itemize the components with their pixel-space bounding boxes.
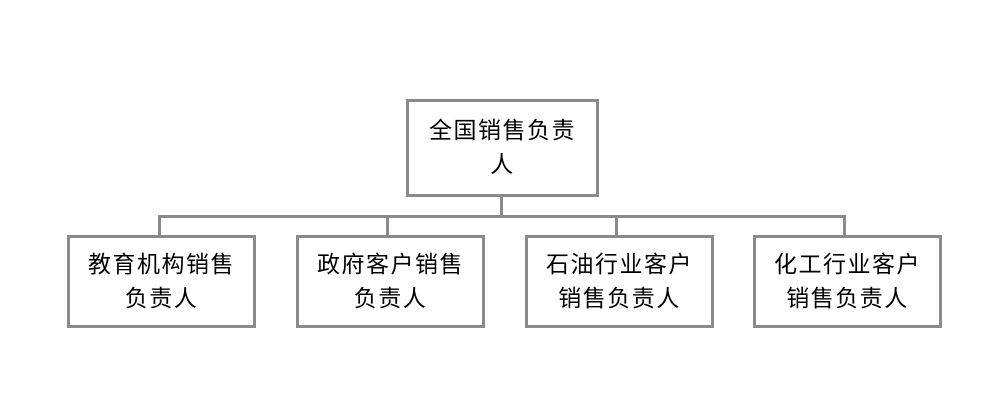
connector-root-stem xyxy=(500,195,503,218)
connector-horizontal-bus xyxy=(158,215,846,218)
org-node-child-4-label: 化工行业客户销售负责人 xyxy=(774,251,921,312)
org-node-child-2-label: 政府客户销售负责人 xyxy=(317,251,464,312)
org-node-child-1-label: 教育机构销售负责人 xyxy=(88,251,235,312)
connector-drop-child-3 xyxy=(615,215,618,237)
connector-drop-child-2 xyxy=(386,215,389,237)
org-node-child-4[interactable]: 化工行业客户销售负责人 xyxy=(753,235,942,328)
org-node-child-3[interactable]: 石油行业客户销售负责人 xyxy=(525,235,714,328)
org-node-child-1[interactable]: 教育机构销售负责人 xyxy=(67,235,256,328)
org-node-child-2[interactable]: 政府客户销售负责人 xyxy=(296,235,485,328)
connector-drop-child-4 xyxy=(843,215,846,237)
org-node-child-3-label: 石油行业客户销售负责人 xyxy=(546,251,693,312)
connector-drop-child-1 xyxy=(158,215,161,237)
org-node-root-label: 全国销售负责人 xyxy=(429,118,576,178)
org-node-root[interactable]: 全国销售负责人 xyxy=(406,99,599,197)
